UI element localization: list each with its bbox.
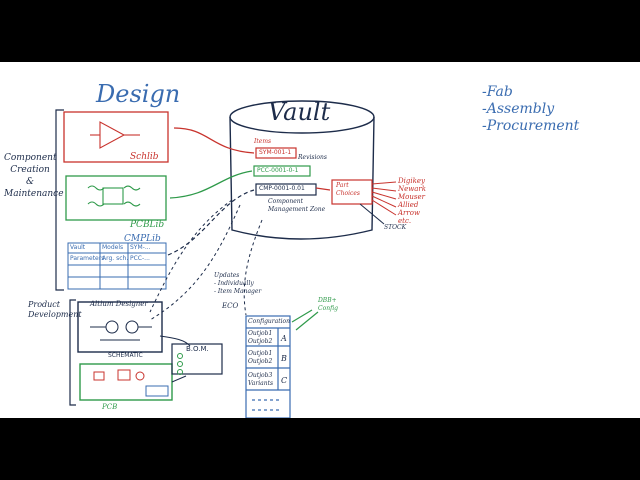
output-item: -Assembly (482, 101, 555, 117)
amplifier-symbol (90, 121, 140, 149)
config-title: Configuration (248, 318, 291, 325)
schlib-arrow (173, 127, 255, 154)
config-row: Outjob1 Outjob2 (248, 330, 273, 345)
config-letter: B (281, 354, 287, 363)
supplier-item: Newark (398, 185, 427, 193)
cmplib-header-models: Models (102, 244, 124, 251)
pcb-detail (145, 385, 169, 397)
cmplib-arrow (167, 189, 255, 256)
eco-label: ECO (222, 302, 239, 310)
updates-label: Updates - Individually - Item Manager (214, 272, 262, 295)
vault-cylinder (229, 100, 375, 240)
bom-box (171, 343, 223, 375)
cms-label: Component Management Zone (268, 198, 326, 213)
pcblib-box (65, 175, 167, 221)
schematic-label: SCHEMATIC (108, 352, 143, 359)
config-row: Outjob1 Outjob2 (248, 350, 273, 365)
supplier-lines (371, 181, 397, 216)
config-table (245, 315, 291, 418)
schematic-symbols (90, 320, 152, 341)
supplier-item: Arrow (398, 209, 420, 217)
component-creation-label: Component Creation & Maintenance (4, 153, 64, 199)
bom-checkmarks (177, 353, 183, 375)
stock-label: STOCK (384, 224, 407, 231)
dbb-arrow (291, 309, 313, 323)
product-development-label: Product Development (28, 300, 82, 319)
cmplib-header-vault: Vault (70, 244, 86, 251)
creation-bracket (55, 109, 64, 291)
schematic-to-bom-arrow (159, 335, 191, 347)
schematic-box (77, 301, 163, 353)
dbb-arrow-2 (295, 311, 319, 331)
altium-label: Altium Designer (90, 300, 148, 308)
supplier-item: Mouser (398, 193, 425, 201)
schlib-label: Schlib (130, 152, 159, 162)
output-item: -Procurement (482, 118, 580, 134)
stock-arrow (359, 203, 385, 225)
vault-cmp-item: CMP-0001-0.01 (259, 185, 305, 192)
config-row: Outjob3 Variants (248, 372, 274, 387)
dbb-config-label: DBB+ Config (318, 297, 338, 312)
footprint-symbol (87, 185, 141, 207)
cmplib-row-arg: Arg. sch. (102, 255, 129, 262)
diagram-drawing (55, 100, 397, 418)
pcb-parts (93, 369, 145, 381)
part-choices-arrow (315, 187, 331, 191)
schlib-box (63, 111, 169, 163)
cmplib-row-parameters: Parameters (70, 255, 105, 262)
cmplib-table (67, 242, 167, 290)
suppliers-list: Digikey Newark Mouser Allied Arrow etc. (398, 177, 426, 225)
pcblib-label: PCBLib (130, 220, 165, 230)
config-letter: C (281, 376, 288, 385)
pcb-box (79, 363, 173, 401)
design-title: Design (96, 80, 181, 108)
vault-sym-item: SYM-001-1 (259, 149, 292, 156)
part-choices-label: Part Choices (336, 182, 360, 197)
pcb-label: PCB (102, 403, 118, 411)
vault-title: Vault (268, 98, 331, 126)
pcblib-arrow (169, 170, 253, 199)
config-letter: A (281, 334, 287, 343)
product-bracket (69, 299, 76, 406)
bom-label: B.O.M. (186, 345, 209, 353)
items-label: Items (254, 138, 272, 145)
supplier-item: etc. (398, 217, 412, 225)
revisions-label: Revisions (298, 154, 327, 161)
cmplib-header-sym: SYM-... (130, 244, 151, 251)
cmplib-label: CMPLib (124, 234, 161, 244)
whiteboard: Design Vault -Fab -Assembly -Procurement… (0, 62, 640, 418)
cmplib-row-pcc: PCC-... (130, 255, 150, 262)
output-item: -Fab (482, 84, 513, 100)
supplier-item: Digikey (398, 177, 425, 185)
pcb-to-bom-arrow (171, 375, 187, 383)
vault-pcc-item: PCC-0001-0-1 (257, 167, 299, 174)
outputs-list: -Fab -Assembly -Procurement (482, 84, 579, 135)
supplier-item: Allied (398, 201, 419, 209)
